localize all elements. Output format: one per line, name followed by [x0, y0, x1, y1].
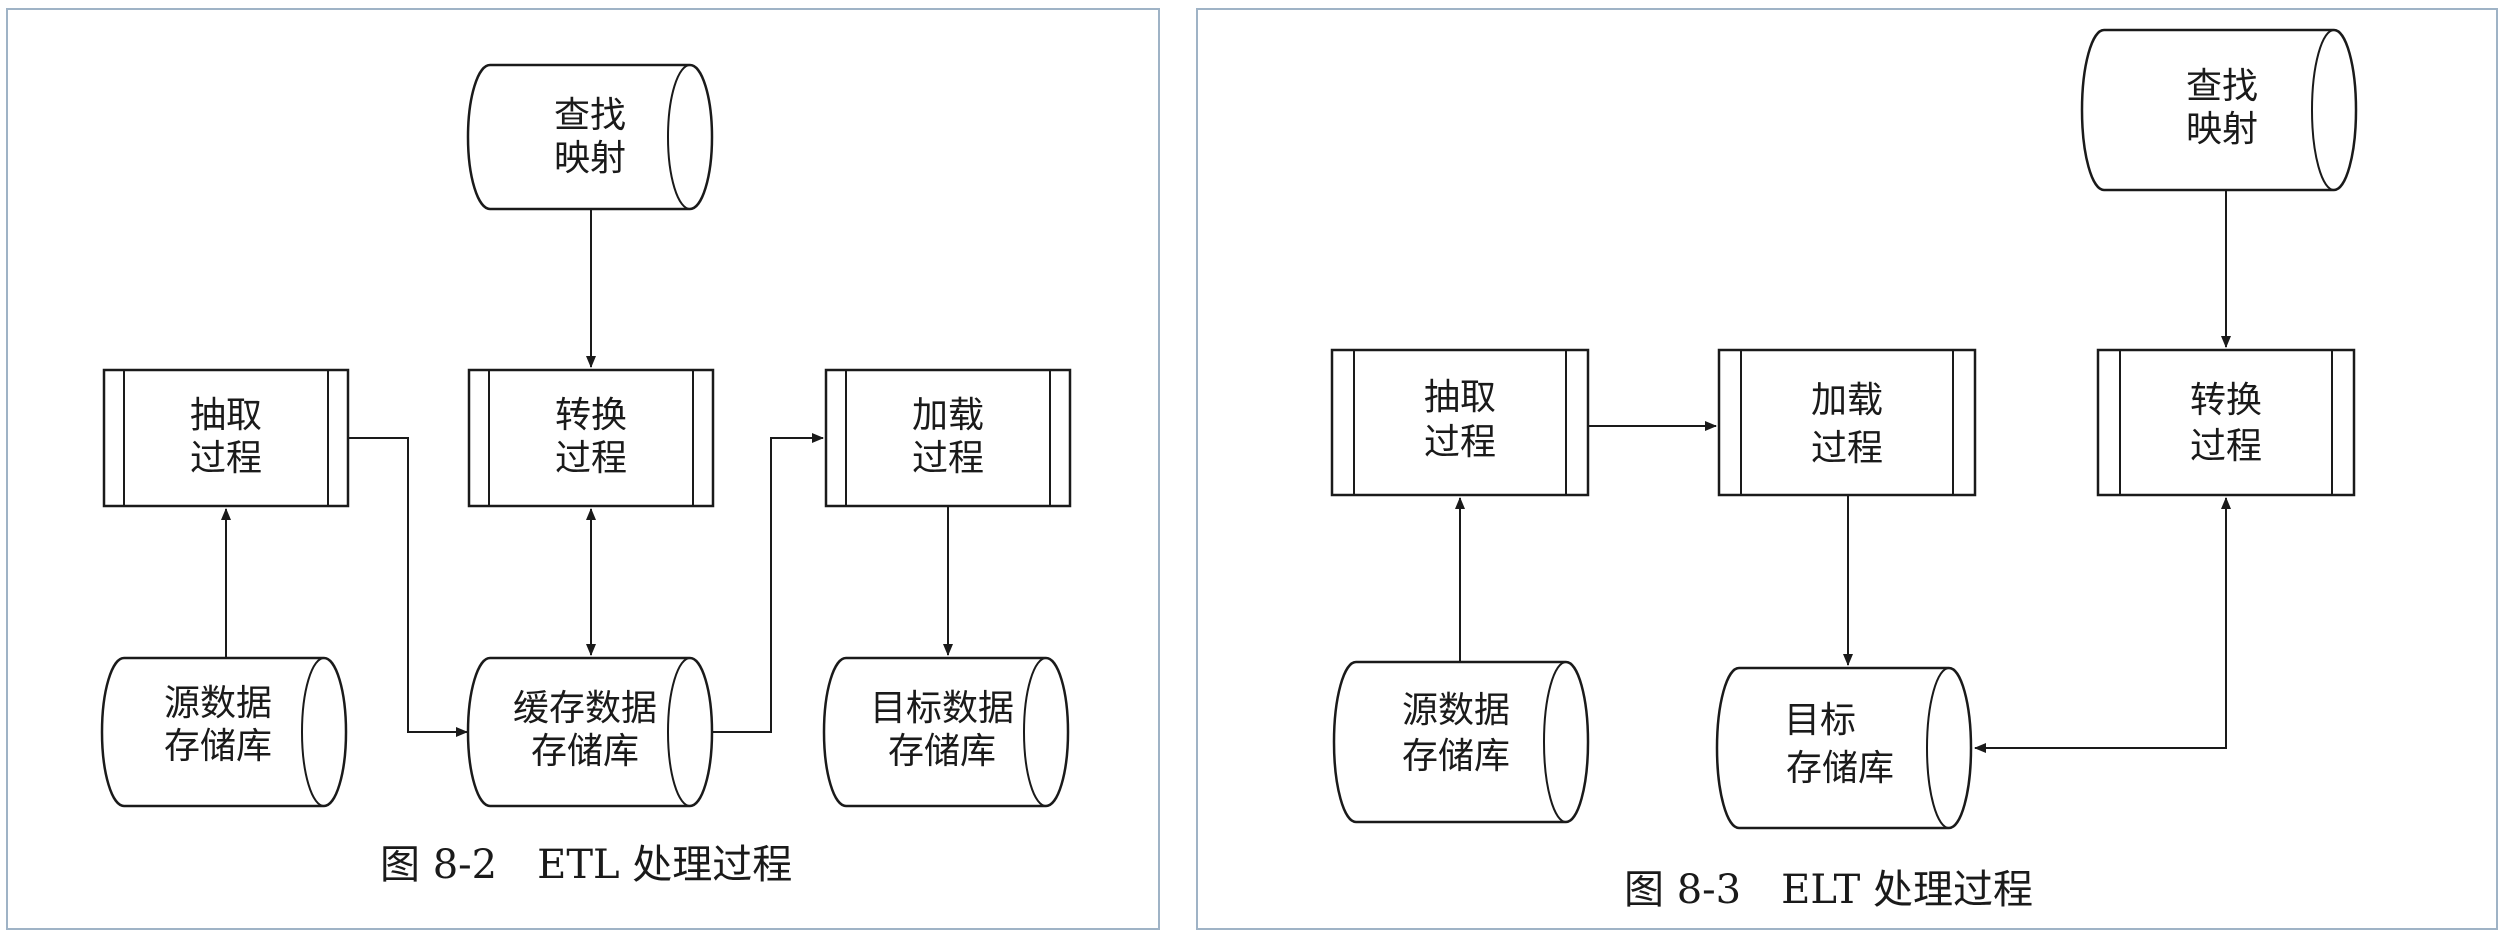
elt-source-label-2: 存储库 — [1402, 736, 1510, 777]
etl-arrow-extract-to-staging — [348, 437, 468, 737]
etl-source-label-1: 源数据 — [164, 683, 272, 724]
elt-source-data-store: 源数据 存储库 — [1332, 660, 1590, 824]
elt-transform-label-2: 过程 — [2190, 426, 2262, 467]
etl-arrow-staging-to-load — [712, 433, 824, 733]
etl-source-data-store: 源数据 存储库 — [100, 656, 348, 808]
elt-load-label-2: 过程 — [1811, 428, 1883, 469]
etl-lookup-label-1: 查找 — [554, 95, 626, 136]
elt-transform-label-1: 转换 — [2190, 380, 2262, 421]
etl-transform-label-2: 过程 — [555, 438, 627, 479]
etl-target-label-2: 存储库 — [888, 731, 996, 772]
elt-extract-label-1: 抽取 — [1424, 377, 1496, 418]
elt-transform-process: 转换 过程 — [2096, 348, 2356, 497]
etl-load-label-2: 过程 — [912, 438, 984, 479]
etl-transform-label-1: 转换 — [555, 395, 627, 436]
elt-target-label-2: 存储库 — [1786, 748, 1894, 789]
elt-figure-caption: 图 8-3 ELT 处理过程 — [1624, 867, 2033, 913]
etl-lookup-mapping-store: 查找 映射 — [466, 63, 714, 211]
elt-target-data-store: 目标 存储库 — [1715, 666, 1973, 830]
elt-extract-label-2: 过程 — [1424, 422, 1496, 463]
etl-figure-caption: 图 8-2 ETL 处理过程 — [380, 842, 792, 888]
etl-extract-label-1: 抽取 — [190, 395, 262, 436]
elt-arrow-transform-target — [1974, 497, 2231, 753]
etl-target-data-store: 目标数据 存储库 — [822, 656, 1070, 808]
etl-staging-label-2: 存储库 — [531, 731, 639, 772]
etl-transform-process: 转换 过程 — [467, 368, 715, 508]
elt-lookup-mapping-store: 查找 映射 — [2080, 28, 2358, 192]
etl-load-process: 加载 过程 — [824, 368, 1072, 508]
elt-extract-process: 抽取 过程 — [1330, 348, 1590, 497]
elt-load-process: 加载 过程 — [1717, 348, 1977, 497]
etl-load-label-1: 加载 — [912, 395, 984, 436]
etl-diagram: 查找 映射 抽取 过程 转换 过程 加载 过程 — [100, 63, 1072, 888]
elt-source-label-1: 源数据 — [1402, 690, 1510, 731]
etl-target-label-1: 目标数据 — [870, 688, 1014, 729]
etl-staging-label-1: 缓存数据 — [513, 688, 657, 729]
etl-source-label-2: 存储库 — [164, 726, 272, 767]
etl-lookup-label-2: 映射 — [554, 138, 626, 179]
etl-extract-label-2: 过程 — [190, 438, 262, 479]
elt-diagram: 查找 映射 抽取 过程 加载 过程 转换 过程 — [1330, 28, 2358, 913]
elt-load-label-1: 加载 — [1811, 380, 1883, 421]
elt-lookup-label-1: 查找 — [2186, 66, 2258, 107]
etl-extract-process: 抽取 过程 — [102, 368, 350, 508]
etl-staging-data-store: 缓存数据 存储库 — [466, 656, 714, 808]
elt-lookup-label-2: 映射 — [2186, 109, 2258, 150]
elt-target-label-1: 目标 — [1784, 700, 1856, 741]
